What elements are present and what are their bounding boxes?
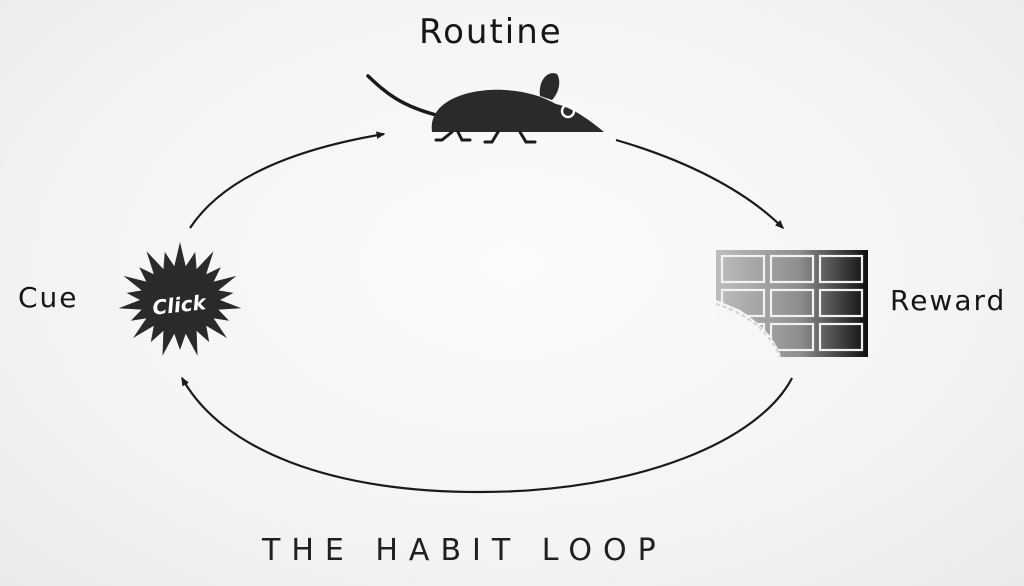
mouse-icon — [366, 73, 604, 144]
mouse-tail — [366, 74, 442, 118]
reward-label: Reward — [890, 284, 1007, 317]
mouse-eye — [560, 103, 576, 119]
chocolate-bar-icon — [715, 250, 868, 358]
mouse-body — [431, 89, 604, 132]
click-burst-icon: Click — [118, 242, 242, 356]
chocolate-square — [818, 288, 864, 318]
burst-text: Click — [151, 290, 208, 320]
arrow-reward-to-cue — [181, 376, 793, 494]
burst-shape — [118, 242, 242, 356]
mouse-ear — [539, 73, 560, 100]
chocolate-square — [769, 288, 815, 318]
diagram-title: THE HABIT LOOP — [262, 533, 667, 568]
mouse-legs — [434, 130, 537, 144]
chocolate-bite — [716, 300, 781, 357]
arrow-routine-to-reward — [615, 138, 785, 230]
chocolate-square — [769, 254, 815, 284]
chocolate-square — [818, 322, 864, 352]
chocolate-square — [818, 254, 864, 284]
chocolate-square — [720, 254, 766, 284]
cue-label: Cue — [18, 281, 79, 314]
routine-label: Routine — [419, 12, 563, 52]
arrow-cue-to-routine — [189, 131, 386, 229]
chocolate-square — [769, 322, 815, 352]
